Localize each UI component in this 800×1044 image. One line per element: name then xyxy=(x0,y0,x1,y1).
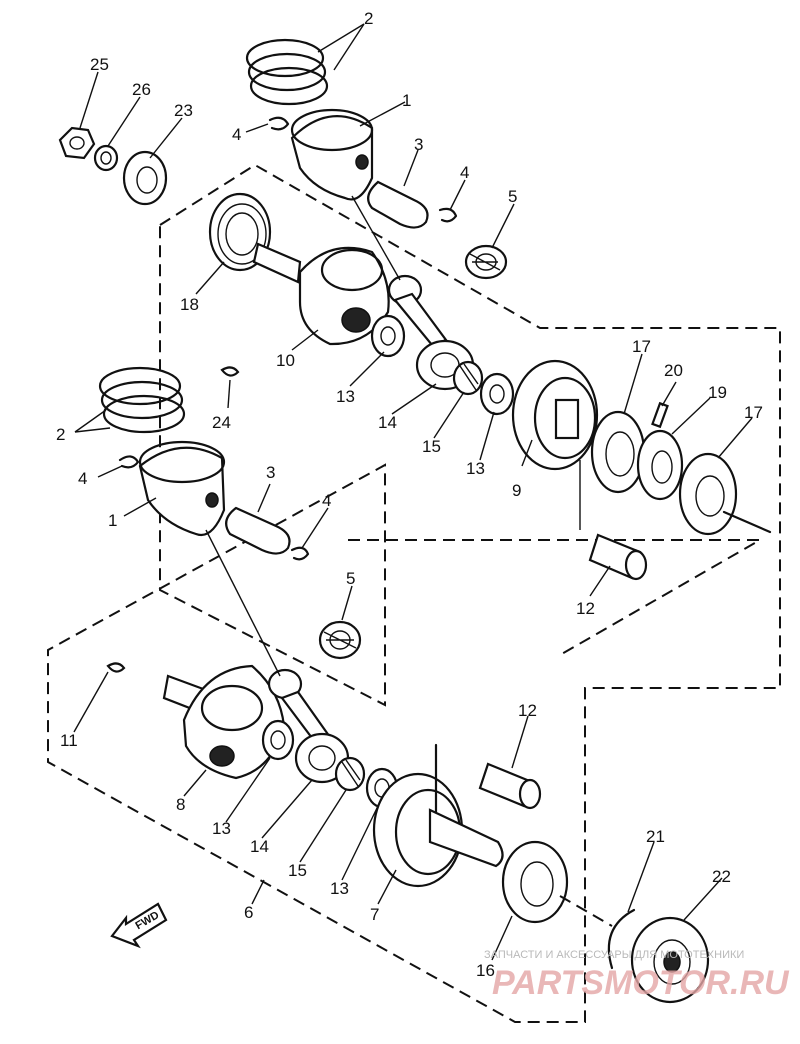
callout-10: 10 xyxy=(276,351,295,370)
callout-3: 3 xyxy=(266,463,275,482)
nut-25 xyxy=(58,126,96,160)
callout-12: 12 xyxy=(576,599,595,618)
callout-4: 4 xyxy=(322,491,331,510)
gear-19 xyxy=(636,429,684,501)
callout-1: 1 xyxy=(402,91,411,110)
watermark: ЗАПЧАСТИ И АКСЕССУАРЫ ДЛЯ МОТОТЕХНИКИ PA… xyxy=(484,949,790,1002)
callout-13: 13 xyxy=(466,459,485,478)
oil-seal-23 xyxy=(122,150,168,206)
forward-arrow-icon: FWD xyxy=(110,902,168,949)
crank-half-7 xyxy=(372,743,504,888)
circlip-4-lower-left xyxy=(118,455,140,469)
crank-pin-12-lower xyxy=(478,762,542,810)
callout-17: 17 xyxy=(744,403,763,422)
crank-shaft-10 xyxy=(252,242,390,346)
bearing-16 xyxy=(501,840,613,927)
callout-1: 1 xyxy=(108,511,117,530)
piston-upper xyxy=(290,108,374,201)
callout-24: 24 xyxy=(212,413,231,432)
watermark-brand: PARTSMOTOR.RU xyxy=(492,964,790,1002)
callout-12: 12 xyxy=(518,701,537,720)
leader-lines xyxy=(73,23,753,961)
callout-14: 14 xyxy=(250,837,269,856)
needle-bearing-5-upper xyxy=(464,244,508,280)
crank-pin-12-upper xyxy=(588,533,648,581)
oil-seal-22 xyxy=(630,916,710,1004)
piston-lower xyxy=(138,440,226,537)
needle-bearing-5-lower xyxy=(318,620,362,660)
washer-13-upper-left xyxy=(370,314,406,358)
circlip-4-upper-left xyxy=(268,116,290,131)
callout-2: 2 xyxy=(364,9,373,28)
washer-13-upper-right xyxy=(479,372,515,416)
callout-16: 16 xyxy=(476,961,495,980)
callout-labels: 25 26 23 2 1 4 3 4 5 18 10 13 14 15 13 2… xyxy=(56,9,763,980)
callout-18: 18 xyxy=(180,295,199,314)
piston-rings-lower xyxy=(98,366,186,434)
watermark-tagline: ЗАПЧАСТИ И АКСЕССУАРЫ ДЛЯ МОТОТЕХНИКИ xyxy=(484,949,744,961)
callout-23: 23 xyxy=(174,101,193,120)
callout-5: 5 xyxy=(508,187,517,206)
callout-20: 20 xyxy=(664,361,683,380)
callout-4: 4 xyxy=(78,469,87,488)
callout-21: 21 xyxy=(646,827,665,846)
callout-8: 8 xyxy=(176,795,185,814)
piston-pin-3-lower xyxy=(225,506,291,555)
crank-shaft-8 xyxy=(162,664,286,780)
bearing-17-right xyxy=(678,452,772,536)
piston-pin-3-upper xyxy=(367,180,429,229)
callout-5: 5 xyxy=(346,569,355,588)
callout-26: 26 xyxy=(132,80,151,99)
callout-9: 9 xyxy=(512,481,521,500)
callout-7: 7 xyxy=(370,905,379,924)
circlip-21 xyxy=(607,908,636,970)
needle-bearing-15-upper xyxy=(452,360,484,396)
callout-3: 3 xyxy=(414,135,423,154)
washer-26 xyxy=(93,144,119,172)
circlip-4-upper-right xyxy=(438,207,458,223)
callout-15: 15 xyxy=(422,437,441,456)
callout-17: 17 xyxy=(632,337,651,356)
key-11 xyxy=(106,662,126,673)
callout-13: 13 xyxy=(212,819,231,838)
callout-4: 4 xyxy=(232,125,241,144)
key-20 xyxy=(651,401,669,429)
callout-13: 13 xyxy=(330,879,349,898)
connecting-rod-14-lower xyxy=(280,690,350,784)
callout-19: 19 xyxy=(708,383,727,402)
callout-25: 25 xyxy=(90,55,109,74)
key-24 xyxy=(220,366,240,377)
crank-half-9 xyxy=(511,359,599,471)
needle-bearing-15-lower xyxy=(334,756,366,792)
callout-4: 4 xyxy=(460,163,469,182)
circlip-4-lower-right xyxy=(290,546,310,561)
piston-rings-upper xyxy=(245,38,329,106)
bearing-17-left xyxy=(590,410,646,494)
callout-15: 15 xyxy=(288,861,307,880)
lower-crank-assembly-boundary xyxy=(348,539,764,656)
callout-6: 6 xyxy=(244,903,253,922)
callout-13: 13 xyxy=(336,387,355,406)
callout-2: 2 xyxy=(56,425,65,444)
callout-22: 22 xyxy=(712,867,731,886)
callout-11: 11 xyxy=(60,731,78,750)
washer-13-lower-left xyxy=(261,719,295,761)
bearing-18 xyxy=(208,192,272,272)
callout-14: 14 xyxy=(378,413,397,432)
upper-crank-assembly-boundary xyxy=(47,163,781,1023)
